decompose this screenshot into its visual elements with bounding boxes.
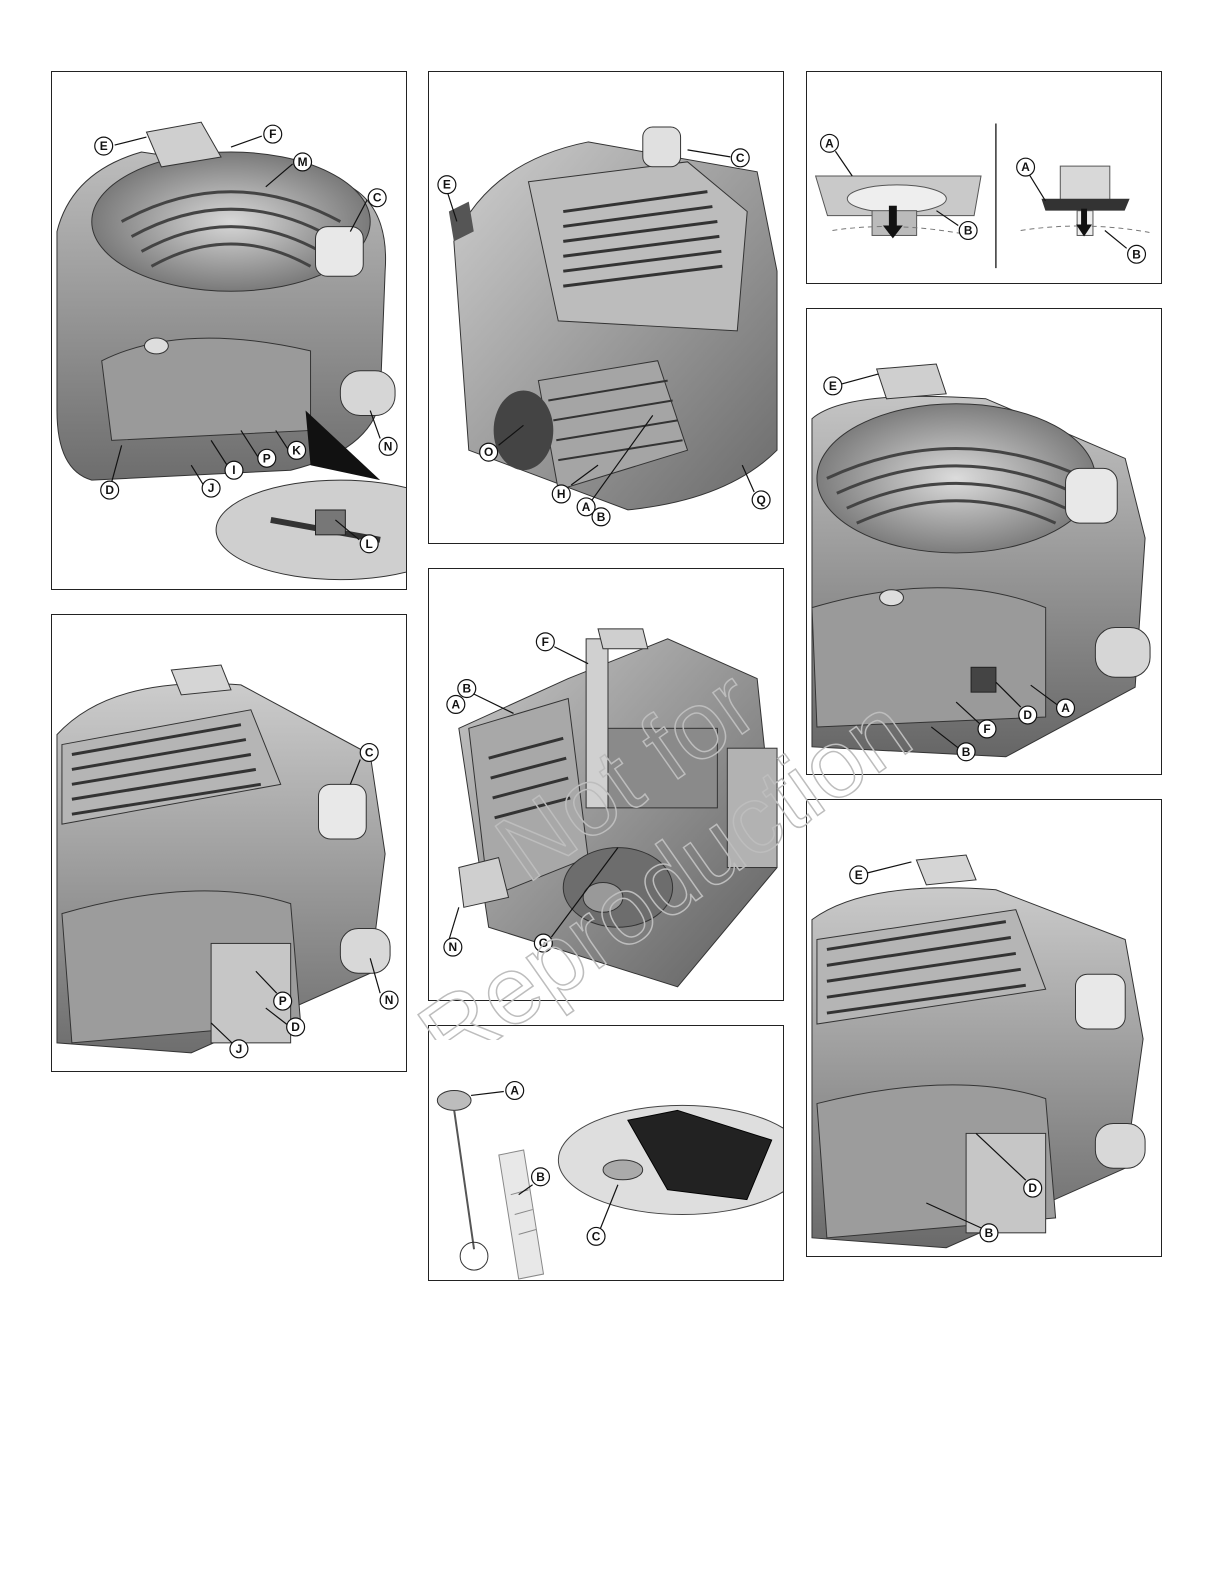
callout-e: E (855, 868, 863, 882)
callout-layer: E D B (807, 800, 1161, 1256)
callout-d: D (1023, 708, 1032, 722)
callout-f: F (269, 127, 276, 141)
callout-d: D (291, 1020, 300, 1034)
callout-e: E (100, 139, 108, 153)
callout-a: A (1061, 701, 1070, 715)
callout-a: A (582, 500, 591, 514)
callout-p: P (279, 994, 287, 1008)
callout-c: C (736, 151, 745, 165)
callout-c: C (365, 746, 374, 760)
callout-a: A (510, 1083, 519, 1097)
callout-n: N (385, 993, 394, 1007)
callout-j: J (236, 1042, 243, 1056)
callout-g: G (539, 936, 548, 950)
figure-engine-underside: F B A N G (428, 568, 784, 1001)
callout-c: C (373, 191, 382, 205)
callout-a: A (452, 697, 461, 711)
callout-c: C (592, 1229, 601, 1243)
callout-layer: E C O H A B Q (429, 72, 783, 543)
callout-j: J (208, 481, 215, 495)
callout-b: B (536, 1170, 545, 1184)
callout-e: E (829, 379, 837, 393)
callout-d: D (1028, 1181, 1037, 1195)
callout-m: M (298, 155, 308, 169)
callout-h: H (557, 487, 566, 501)
figure-engine-side: E C O H A B Q (428, 71, 784, 544)
callout-p: P (263, 451, 271, 465)
callout-n: N (449, 940, 458, 954)
callout-f: F (542, 635, 549, 649)
callout-k: K (292, 443, 301, 457)
figure-engine-bottom-right: E D B (806, 799, 1162, 1257)
callout-layer: F B A N G (429, 569, 783, 1000)
callout-q: Q (756, 493, 765, 507)
callout-b: B (962, 745, 971, 759)
callout-i: I (232, 463, 235, 477)
callout-layer: A B C (429, 1026, 783, 1280)
figure-engine-air-filter: C P N D J (51, 614, 407, 1072)
figure-dipstick: A B C (428, 1025, 784, 1281)
callout-layer: E D A F B (807, 309, 1161, 774)
figure-engine-top-left: E F M C N K P I J D L (51, 71, 407, 590)
figure-fuel-fill-level: A B A B (806, 71, 1162, 284)
callout-b: B (462, 682, 471, 696)
callout-a: A (825, 136, 834, 150)
callout-b-right: B (1132, 247, 1141, 261)
callout-o: O (484, 445, 493, 459)
figure-engine-right: E D A F B (806, 308, 1162, 775)
callout-layer: C P N D J (52, 615, 406, 1071)
callout-d: D (105, 483, 114, 497)
callout-e: E (443, 178, 451, 192)
callout-b: B (985, 1226, 994, 1240)
callout-b: B (597, 510, 606, 524)
callout-l: L (366, 537, 373, 551)
callout-f: F (983, 722, 990, 736)
callout-n: N (384, 439, 393, 453)
callout-layer: E F M C N K P I J D L (52, 72, 406, 589)
callout-b: B (964, 223, 973, 237)
callout-layer: A B A B (807, 72, 1161, 283)
callout-a-right: A (1021, 160, 1030, 174)
